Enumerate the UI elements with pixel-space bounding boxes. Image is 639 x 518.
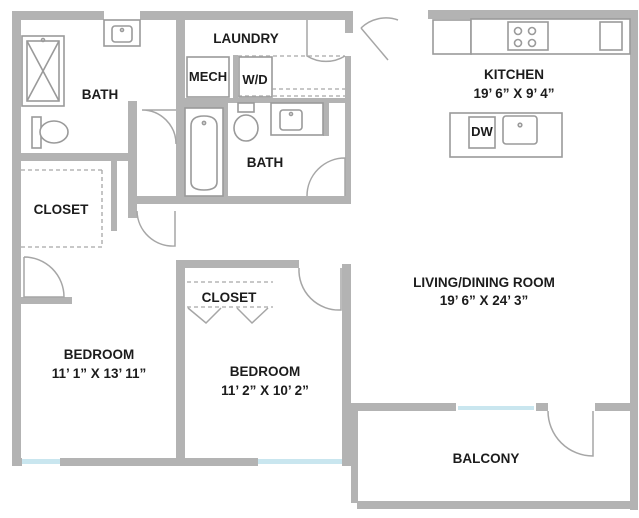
room-labels: LAUNDRY MECH W/D BATH BATH CLOSET CLOSET…: [34, 31, 555, 466]
bedroom-left-label: BEDROOM: [64, 347, 135, 362]
bedroom-left-dims: 11’ 1” X 13’ 11”: [52, 366, 147, 381]
mech-closet: [186, 56, 230, 98]
bedroom-center-door: [298, 267, 342, 311]
closet-bifold-right: [236, 307, 269, 325]
windows: [22, 406, 534, 464]
refrigerator: [432, 19, 472, 55]
bedroom-left-door: [136, 210, 176, 247]
island-sink: [502, 115, 538, 145]
closets: [21, 169, 273, 325]
laundry-fixtures: [186, 55, 345, 98]
walls: [12, 10, 638, 510]
bedroom-center-window: [258, 459, 342, 464]
balcony-label: BALCONY: [453, 451, 520, 466]
kitchen-dims: 19’ 6” X 9’ 4”: [473, 86, 554, 101]
laundry-label: LAUNDRY: [213, 31, 279, 46]
bath-center-fixtures: [184, 102, 324, 197]
bath-top-fixtures: [21, 19, 141, 149]
closet-left-door: [23, 256, 65, 298]
mech-label: MECH: [189, 69, 227, 84]
bath-top-label: BATH: [82, 87, 119, 102]
living-dims: 19’ 6” X 24’ 3”: [440, 293, 529, 308]
bedroom-left-window: [22, 459, 60, 464]
bath-center-door: [306, 157, 346, 197]
kitchen-fixtures: [432, 18, 631, 158]
laundry-door: [306, 20, 346, 63]
closet-center-label: CLOSET: [202, 290, 258, 305]
dishwasher: [468, 116, 496, 149]
washer-dryer: [238, 56, 273, 98]
cooktop: [507, 21, 549, 51]
closet-bifold-left: [187, 307, 222, 325]
living-label: LIVING/DINING ROOM: [413, 275, 555, 290]
closet-left-label: CLOSET: [34, 202, 90, 217]
bedroom-center-dims: 11’ 2” X 10’ 2”: [221, 383, 309, 398]
bedroom-center-label: BEDROOM: [230, 364, 301, 379]
bath-top-door: [141, 109, 177, 145]
toilet-center: [237, 102, 255, 113]
wd-label: W/D: [242, 72, 267, 87]
pantry-door: [360, 27, 389, 61]
kitchen-label: KITCHEN: [484, 67, 544, 82]
balcony-door: [547, 410, 594, 457]
dw-label: DW: [471, 124, 493, 139]
bath-center-label: BATH: [247, 155, 284, 170]
balcony-glass-door: [458, 406, 534, 410]
kitchen-island: [449, 112, 563, 158]
wall-oven: [599, 21, 623, 51]
